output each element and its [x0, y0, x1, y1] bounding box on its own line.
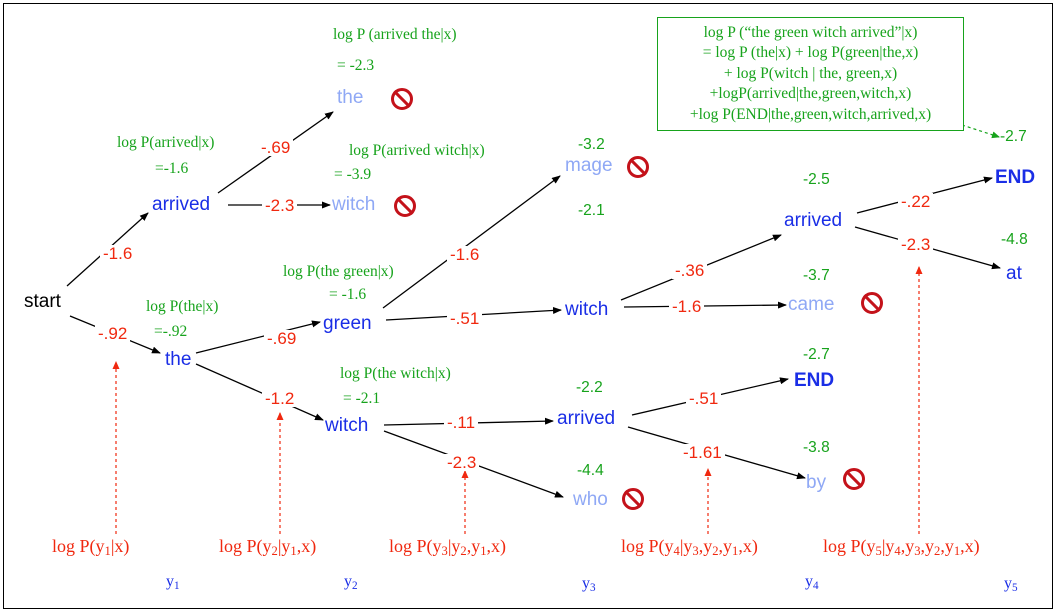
edge-score-green-witch: -.51	[447, 310, 483, 327]
node-witch-2: witch	[332, 194, 376, 215]
label-log-p-y1: log P(y1|x)	[52, 536, 130, 558]
pointer-formula-score	[961, 124, 1000, 139]
edge-score-start-arrived: -1.6	[100, 245, 136, 262]
stop-icon	[391, 88, 413, 110]
label-log-p-y2: log P(y2|y1,x)	[219, 536, 317, 558]
edge-score-the-green: -.69	[264, 330, 300, 347]
score-end-2: -2.7	[1000, 128, 1027, 145]
edge-score-arrived-witch: -2.3	[262, 197, 298, 214]
score-end-1: -2.7	[803, 346, 830, 363]
node-end-1: END	[794, 370, 835, 391]
formula-box: log P (“the green witch arrived”|x) = lo…	[657, 17, 964, 131]
edge-score-witch-arrived2: -.36	[672, 262, 708, 279]
edge-score-witch-came: -1.6	[669, 298, 705, 315]
node-by: by	[806, 472, 827, 493]
label-log-p-y4: log P(y4|y3,y2,y1,x)	[621, 536, 758, 558]
edge-score-green-mage: -1.6	[447, 246, 483, 263]
node-mage: mage	[565, 155, 613, 176]
y-label-4: y4	[805, 573, 819, 592]
stop-icon	[622, 488, 644, 510]
score-arrived-3: -2.2	[576, 379, 603, 396]
stop-icon	[627, 156, 649, 178]
annotation-the-green-title: log P(the green|x)	[283, 263, 394, 280]
score-who: -4.4	[577, 462, 604, 479]
annotation-the-value: =-.92	[154, 323, 188, 340]
annotation-the-title: log P(the|x)	[146, 298, 219, 315]
node-start: start	[24, 291, 61, 312]
edge-score-arrived-end2: -.22	[898, 193, 934, 210]
label-log-p-y5: log P(y5|y4,y3,y2,y1,x)	[823, 536, 980, 558]
node-green: green	[323, 313, 372, 334]
score-came: -3.7	[803, 267, 830, 284]
edge-score-witch-arrived: -.11	[444, 414, 479, 431]
node-arrived-4: arrived	[784, 210, 843, 231]
annotation-arrived-the-title: log P (arrived the|x)	[333, 26, 457, 43]
annotation-the-witch-value: = -2.1	[343, 390, 381, 407]
edge-score-witch-who: -2.3	[444, 454, 480, 471]
diagram-frame	[3, 3, 1053, 609]
score-at: -4.8	[1001, 231, 1028, 248]
score-arrived-4: -2.5	[803, 171, 830, 188]
edge-score-arrived-end: -.51	[686, 390, 722, 407]
node-at: at	[1006, 263, 1022, 284]
node-arrived-1: arrived	[152, 194, 211, 215]
edge-score-arrived-the: -.69	[258, 139, 294, 156]
annotation-the-green-value: = -1.6	[329, 286, 367, 303]
edge-score-start-the: -.92	[95, 325, 131, 342]
node-the-1: the	[165, 349, 192, 370]
score-by: -3.8	[803, 439, 830, 456]
node-the-2: the	[337, 87, 364, 108]
formula-line: +log P(END|the,green,witch,arrived,x)	[689, 105, 932, 123]
y-label-3: y3	[582, 575, 596, 594]
annotation-arrived-value: =-1.6	[155, 160, 189, 177]
node-who: who	[573, 489, 608, 510]
annotation-arrived-witch-value: = -3.9	[334, 166, 372, 183]
score-mage: -3.2	[578, 136, 605, 153]
formula-line: + log P(witch | the, green,x)	[723, 64, 898, 82]
y-label-1: y1	[166, 573, 180, 592]
y-label-2: y2	[344, 573, 358, 592]
formula-line: log P (“the green witch arrived”|x)	[703, 24, 918, 41]
stop-icon	[843, 468, 865, 490]
node-arrived-3: arrived	[557, 408, 616, 429]
edge-the-green	[195, 320, 321, 354]
annotation-arrived-title: log P(arrived|x)	[117, 134, 215, 151]
annotation-the-witch-title: log P(the witch|x)	[340, 365, 451, 382]
label-log-p-y3: log P(y3|y2,y1,x)	[389, 536, 507, 558]
annotation-arrived-the-value: = -2.3	[337, 57, 375, 74]
edge-score-the-witch: -1.2	[262, 390, 298, 407]
edge-witch-came	[623, 301, 787, 309]
node-witch-1: witch	[325, 415, 369, 436]
edge-score-arrived-by: -1.61	[680, 444, 725, 461]
annotation-arrived-witch-title: log P(arrived witch|x)	[349, 142, 485, 159]
node-came: came	[788, 294, 835, 315]
formula-line: = log P (the|x) + log P(green|the,x)	[702, 44, 919, 62]
stop-icon	[394, 195, 416, 217]
score-witch-3: -2.1	[578, 202, 605, 219]
edge-green-mage	[382, 175, 561, 309]
node-witch-3: witch	[565, 299, 609, 320]
formula-line: +logP(arrived|the,green,witch,x)	[709, 85, 912, 103]
edge-score-arrived-at: -2.3	[898, 236, 934, 253]
node-end-2: END	[995, 167, 1036, 188]
stop-icon	[861, 292, 883, 314]
y-label-5: y5	[1004, 575, 1018, 594]
edge-the-witch	[195, 363, 324, 421]
